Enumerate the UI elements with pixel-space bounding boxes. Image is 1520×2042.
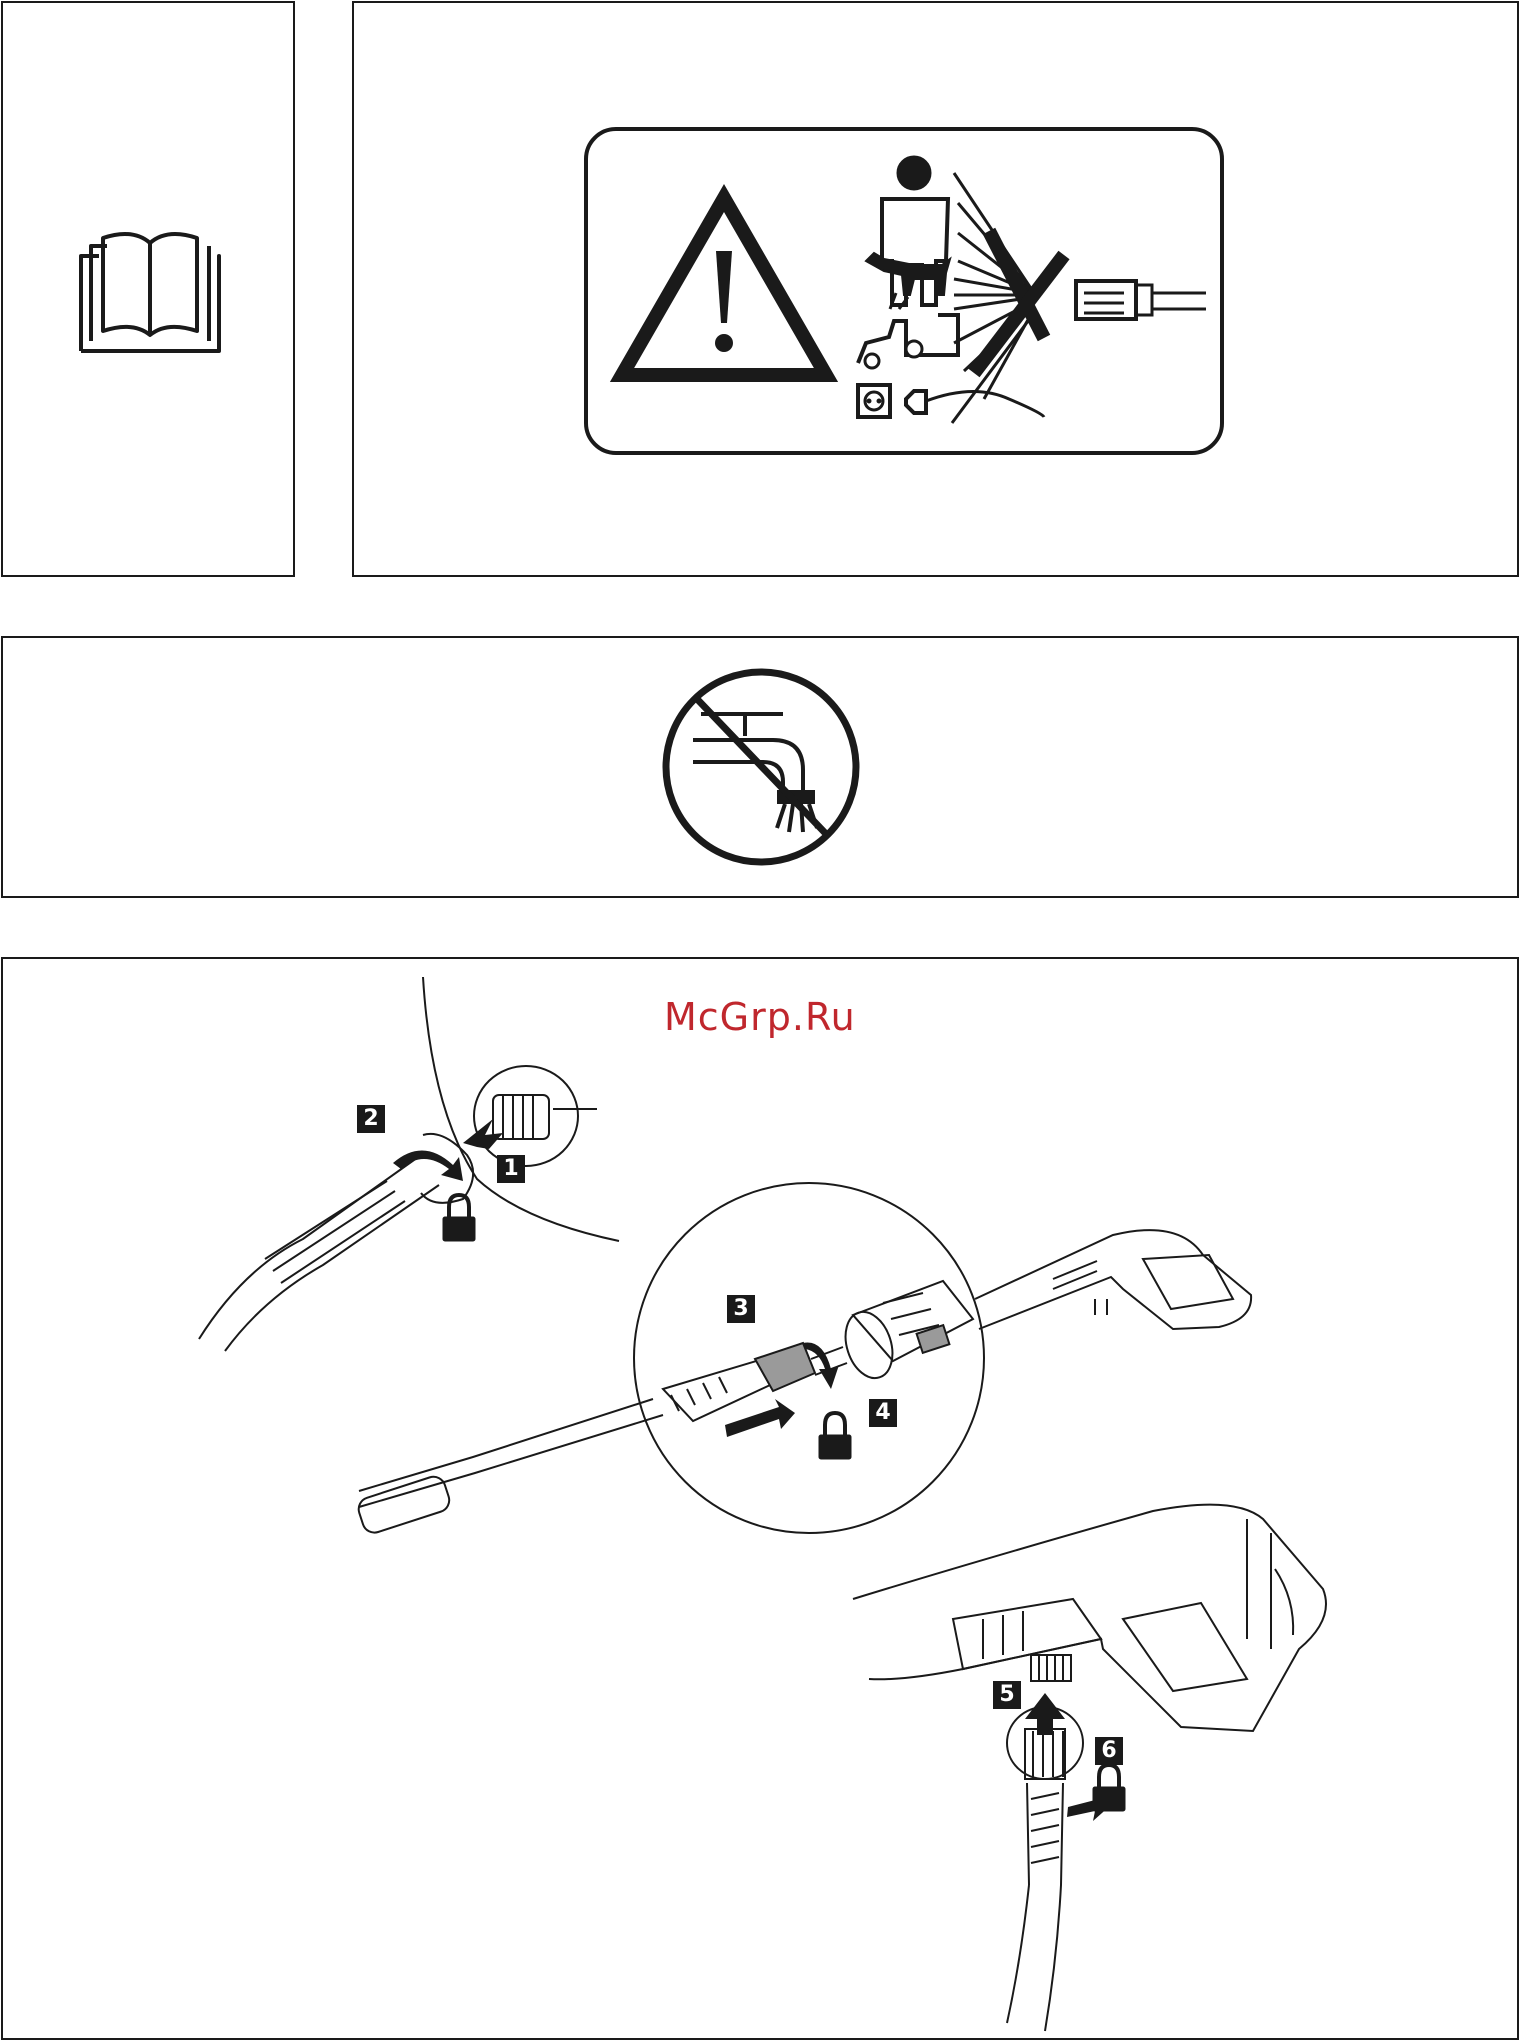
open-book-icon [3, 3, 297, 579]
warning-panel [352, 1, 1519, 577]
watermark: McGrp.Ru [664, 995, 856, 1039]
manual-panel [1, 1, 295, 577]
step-2-badge: 2 [357, 1105, 385, 1133]
arrow-icons [393, 1119, 1111, 1821]
no-spray-people-animals-electrics-icon [858, 156, 1206, 423]
step-4-badge: 4 [869, 1399, 897, 1427]
step-5-badge: 5 [993, 1681, 1021, 1709]
tap-panel [1, 636, 1519, 898]
step-1-badge: 1 [497, 1155, 525, 1183]
step-6-badge: 6 [1095, 1737, 1123, 1765]
step-3-badge: 3 [727, 1295, 755, 1323]
no-drinking-water-connection-icon [3, 638, 1520, 900]
assembly-illustration [3, 959, 1520, 2042]
assembly-panel: 2 1 3 4 5 6 [1, 957, 1519, 2040]
warning-triangle-icon [622, 198, 826, 375]
padlock-icon [443, 1195, 1125, 1811]
